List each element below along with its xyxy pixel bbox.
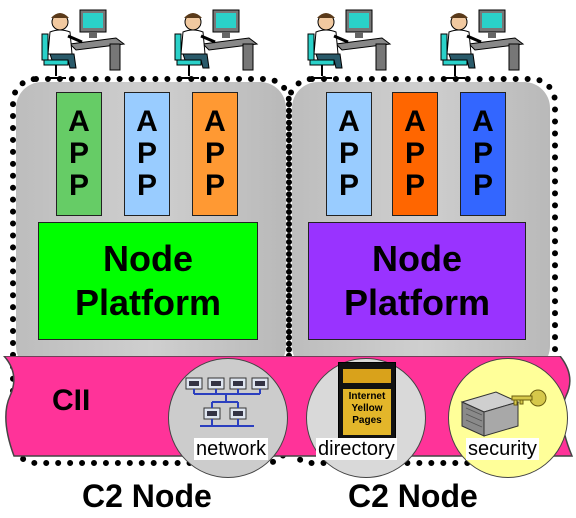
user-workstation-icon <box>439 8 525 80</box>
platform-line-1: Node <box>103 238 193 279</box>
node-platform-2: Node Platform <box>308 222 526 340</box>
network-icon <box>185 377 269 427</box>
platform-line-2: Platform <box>343 282 491 323</box>
yellow-pages-book-icon: Internet Yellow Pages <box>338 362 396 440</box>
c2-node-2-title: C2 Node <box>348 478 478 514</box>
cii-band <box>2 356 574 457</box>
book-title-line-2: Yellow <box>351 403 383 414</box>
node-platform-1: Node Platform <box>38 222 258 340</box>
network-label: network <box>194 438 269 460</box>
lock-key-icon <box>460 389 547 437</box>
c2-node-2-boundary <box>286 76 558 466</box>
platform-line-1: Node <box>372 238 462 279</box>
cii-label: CII <box>52 384 91 417</box>
user-workstation-icon <box>306 8 392 80</box>
platform-line-2: Platform <box>74 282 222 323</box>
cii-band-shape <box>2 356 574 457</box>
book-title-line-3: Pages <box>352 415 382 426</box>
book-title-line-1: Internet <box>348 391 386 402</box>
directory-label: directory <box>316 438 397 460</box>
user-workstation-icon <box>40 8 126 80</box>
user-workstation-icon <box>173 8 259 80</box>
users-row <box>40 8 525 80</box>
c2-node-1-title: C2 Node <box>82 478 212 514</box>
security-label: security <box>466 438 539 460</box>
